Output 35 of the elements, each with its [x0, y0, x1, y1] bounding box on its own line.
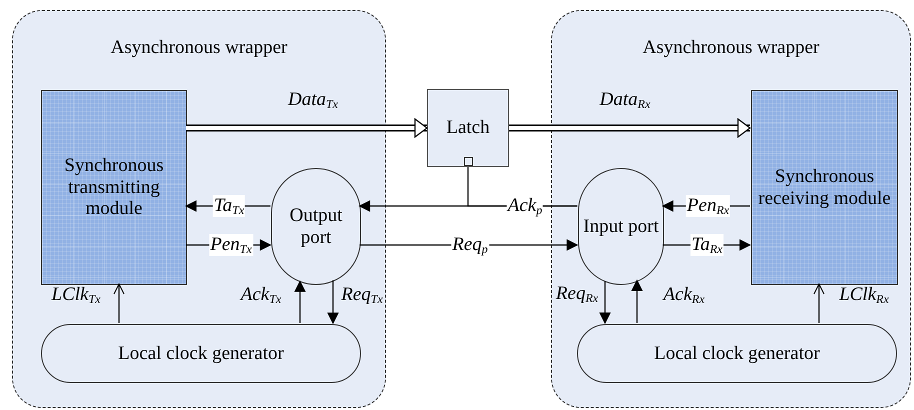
signal-arrow [814, 284, 824, 323]
node-label: Local clock generator [654, 342, 820, 364]
node-label: Synchronous transmitting module [63, 154, 165, 220]
signal-label: Data$_{Tx}$ [288, 90, 338, 110]
signal-arrow [632, 280, 642, 323]
signal-arrow [328, 280, 338, 324]
data-bus-arrow [186, 118, 428, 138]
wrapper-panel [551, 10, 911, 408]
panel-title: Asynchronous wrapper [642, 37, 820, 59]
signal-label: Ta$_{Rx}$ [690, 234, 724, 256]
module-block [41, 90, 187, 285]
signal-label: Data$_{Rx}$ [600, 90, 650, 110]
data-bus-arrow [509, 118, 751, 138]
node-label: Latch [446, 117, 490, 139]
module-block [751, 90, 898, 285]
node-label: Local clock generator [118, 342, 284, 364]
signal-label: Pen$_{Rx}$ [686, 195, 730, 217]
signal-label: Ack$_{p}$ [506, 195, 544, 217]
signal-label: Pen$_{Tx}$ [209, 234, 253, 256]
wrapper-panel [12, 10, 386, 408]
signal-label: LClk$_{Rx}$ [839, 285, 889, 305]
signal-arrow [600, 281, 610, 324]
signal-arrow [114, 284, 124, 323]
node-label: Output port [288, 204, 344, 248]
panel-title: Asynchronous wrapper [110, 37, 288, 59]
signal-label: Ack$_{Tx}$ [240, 285, 282, 305]
signal-label: Req$_{Tx}$ [341, 285, 383, 305]
node-label: Synchronous receiving module [757, 166, 892, 210]
signal-label: Req$_{Rx}$ [556, 284, 598, 304]
node-label: Input port [583, 216, 659, 238]
signal-arrow [294, 280, 306, 323]
latch-box [427, 89, 509, 167]
signal-label: LClk$_{Tx}$ [52, 285, 100, 305]
signal-label: Ack$_{Rx}$ [663, 285, 705, 305]
signal-label: Ta$_{Tx}$ [212, 195, 246, 217]
